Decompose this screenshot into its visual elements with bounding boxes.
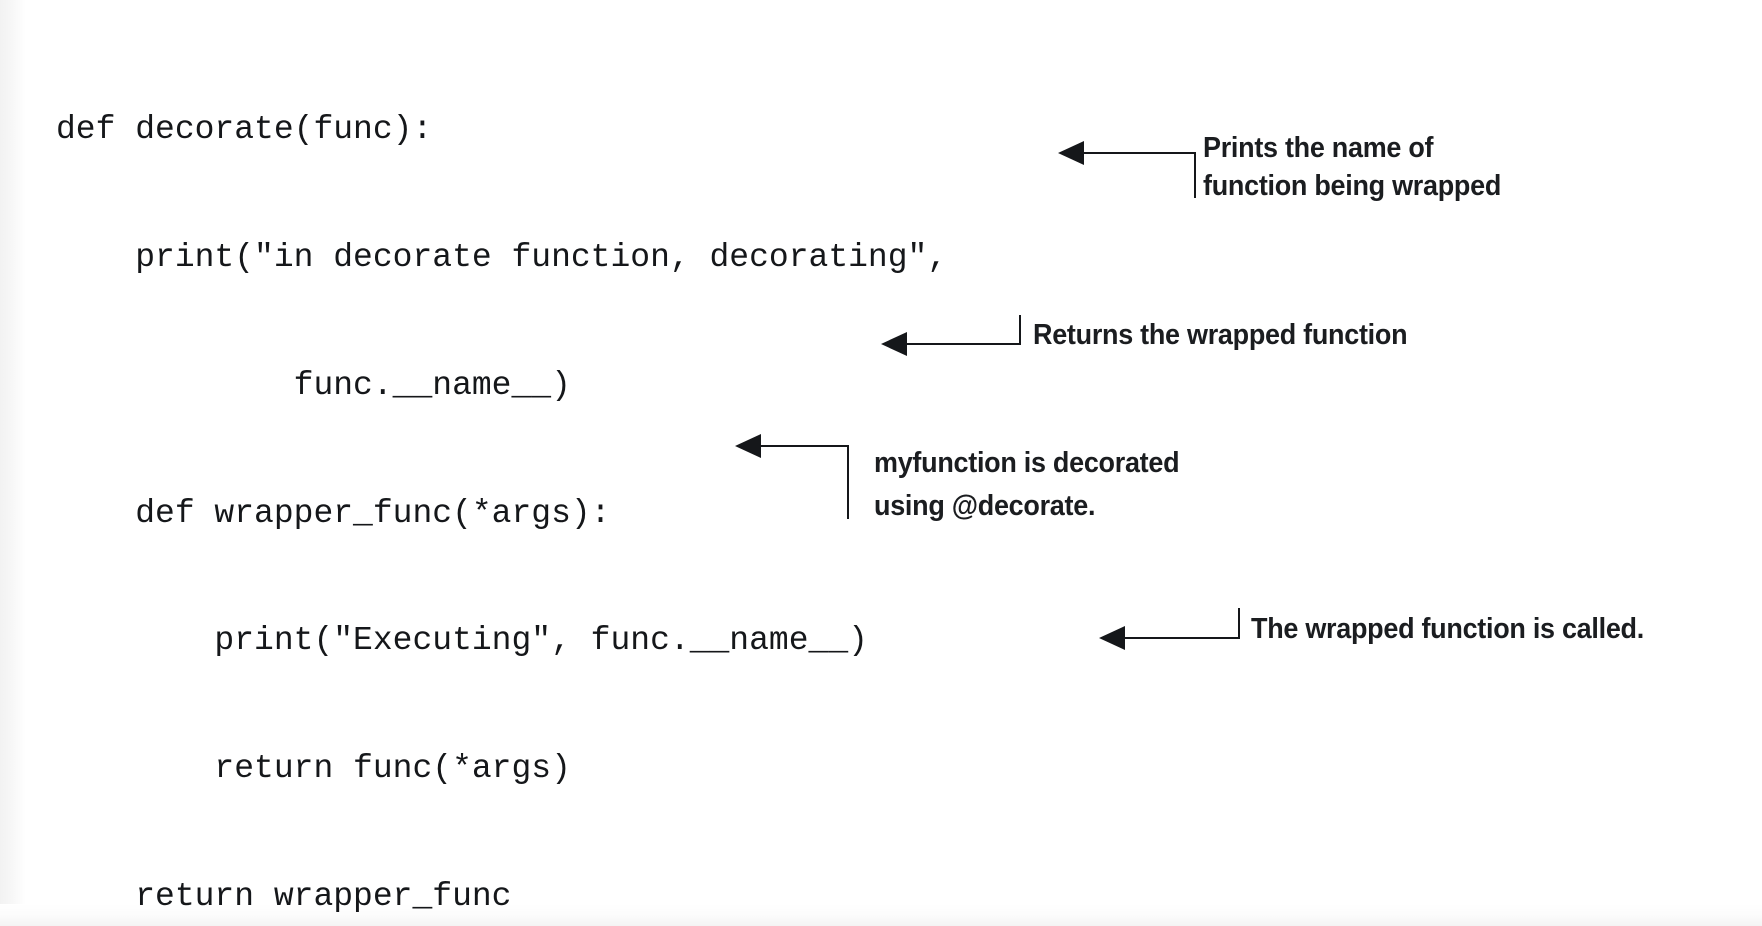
arrow-shaft [1124, 637, 1240, 639]
arrow-stub [847, 445, 849, 519]
arrow-head-icon [881, 332, 907, 356]
arrow-head-icon [1058, 141, 1084, 165]
arrow-stub [1019, 315, 1021, 344]
arrow-shaft [1083, 152, 1196, 154]
annotation-text-line: Prints the name of [1203, 132, 1434, 164]
code-line: return wrapper_func [56, 877, 512, 915]
code-line: print("in decorate function, decorating"… [56, 238, 948, 276]
arrow-shaft [906, 343, 1021, 345]
annotation-text: Prints the name of [1203, 129, 1434, 167]
code-line: def wrapper_func(*args): [56, 494, 611, 532]
annotation-text-line: using @decorate. [874, 490, 1096, 522]
annotation-text: The wrapped function is called. [1251, 610, 1644, 648]
annotation-text: function being wrapped [1203, 167, 1501, 205]
code-line: def decorate(func): [56, 111, 433, 149]
annotation-text: using @decorate. [874, 487, 1095, 525]
annotation-text-line: The wrapped function is called. [1251, 613, 1644, 645]
code-line: func.__name__) [56, 366, 571, 404]
arrow-head-icon [735, 434, 761, 458]
arrow-head-icon [1099, 626, 1125, 650]
annotation-text-line: myfunction is decorated [874, 447, 1180, 479]
python-code-block: def decorate(func): print("in decorate f… [56, 24, 947, 926]
annotation-text: Returns the wrapped function [1033, 316, 1408, 354]
arrow-stub [1238, 608, 1240, 638]
annotation-text-line: function being wrapped [1203, 170, 1502, 202]
page-edge-left [0, 0, 26, 926]
annotation-text: myfunction is decorated [874, 444, 1180, 482]
page-edge-bottom [0, 904, 1762, 926]
arrow-stub [1194, 152, 1196, 198]
annotation-text-line: Returns the wrapped function [1033, 319, 1408, 351]
arrow-shaft [760, 445, 849, 447]
code-line: print("Executing", func.__name__) [56, 622, 868, 660]
code-line: return func(*args) [56, 750, 571, 788]
